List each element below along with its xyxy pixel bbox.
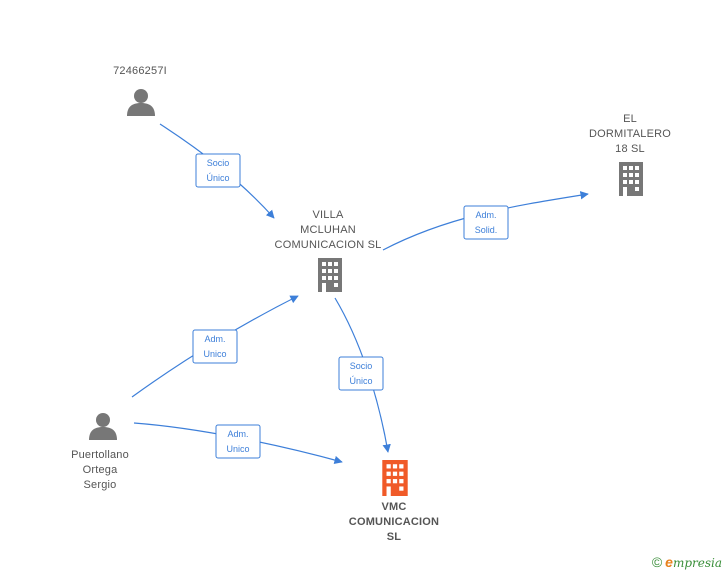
node-villa-mcluhan[interactable]: VILLA MCLUHAN COMUNICACION SL — [275, 209, 382, 292]
copyright-icon: © — [651, 554, 663, 570]
node-villa-mcluhan-label-2: MCLUHAN — [300, 224, 356, 236]
empresia-logo: empresia — [665, 554, 722, 570]
empresia-logo-initial: e — [665, 554, 673, 570]
edge-label-e3-line1: Adm. — [204, 334, 225, 344]
person-icon — [89, 413, 117, 440]
person-icon — [127, 89, 155, 116]
edge-label-e3: Adm. Unico — [192, 329, 238, 364]
edge-label-e2-line2: Solid. — [475, 225, 498, 235]
node-el-dormitalero-label-2: DORMITALERO — [589, 128, 671, 140]
edge-label-e1: Socio Único — [195, 153, 241, 188]
node-puertollano-ortega-sergio[interactable]: Puertollano Ortega Sergio — [71, 413, 129, 491]
node-72466257i-label: 72466257I — [113, 65, 167, 77]
node-villa-mcluhan-label-1: VILLA — [313, 209, 344, 221]
node-puertollano-label-2: Ortega — [83, 464, 119, 476]
edge-label-e5-line2: Unico — [226, 444, 249, 454]
node-vmc-label-3: SL — [387, 531, 402, 543]
edge-label-e5: Adm. Unico — [215, 424, 261, 459]
edge-label-e1-line1: Socio — [207, 158, 230, 168]
node-el-dormitalero-label-1: EL — [623, 113, 637, 125]
building-icon-highlighted — [382, 460, 408, 496]
edge-label-e1-line2: Único — [206, 173, 229, 183]
edge-label-e2: Adm. Solid. — [463, 205, 509, 240]
node-puertollano-label-1: Puertollano — [71, 449, 129, 461]
node-vmc-label-1: VMC — [381, 501, 406, 513]
edge-label-e2-line1: Adm. — [475, 210, 496, 220]
node-vmc-comunicacion[interactable]: VMC COMUNICACION SL — [349, 460, 439, 543]
node-el-dormitalero-label-3: 18 SL — [615, 143, 645, 155]
edge-label-e5-line1: Adm. — [227, 429, 248, 439]
building-icon — [619, 162, 643, 196]
node-72466257i[interactable]: 72466257I — [113, 65, 167, 116]
edge-label-e4: Socio Único — [338, 356, 384, 391]
edge-label-e4-line1: Socio — [350, 361, 373, 371]
building-icon — [318, 258, 342, 292]
empresia-footer[interactable]: © empresia — [652, 553, 722, 571]
edge-label-e4-line2: Único — [349, 376, 372, 386]
empresia-logo-text: mpresia — [672, 556, 722, 570]
node-vmc-label-2: COMUNICACION — [349, 516, 439, 528]
node-el-dormitalero[interactable]: EL DORMITALERO 18 SL — [589, 113, 671, 196]
node-villa-mcluhan-label-3: COMUNICACION SL — [275, 239, 382, 251]
edge-label-e3-line2: Unico — [203, 349, 226, 359]
node-puertollano-label-3: Sergio — [84, 479, 117, 491]
